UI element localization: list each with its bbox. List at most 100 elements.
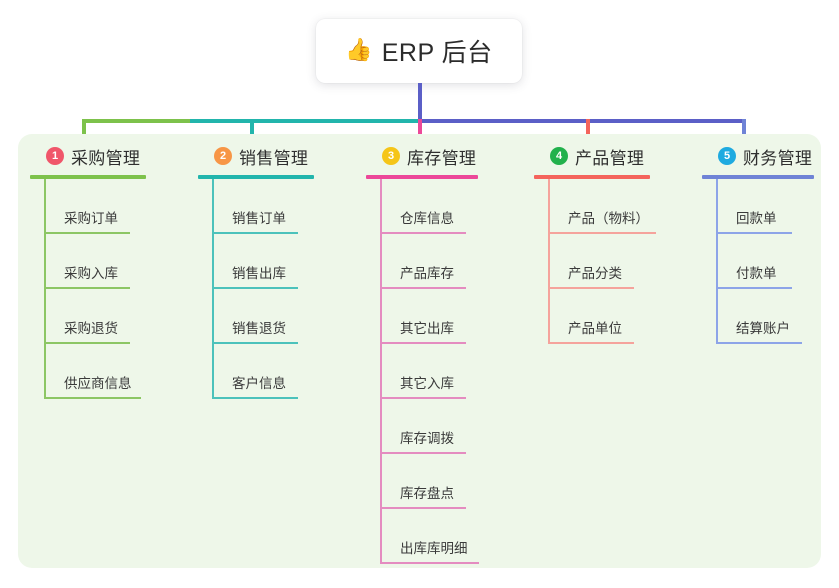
branch-item-label: 供应商信息 xyxy=(64,376,132,391)
branch-item[interactable]: 其它出库 xyxy=(380,289,478,344)
branch-item-rule xyxy=(380,232,466,234)
branch-column-4: 4 产品管理产品（物料） 产品分类产品单位 xyxy=(534,144,656,344)
branch-item[interactable]: 产品库存 xyxy=(380,234,478,289)
branch-item[interactable]: 回款单 xyxy=(716,179,814,234)
branch-item-rule xyxy=(380,562,479,564)
branch-item-label: 库存调拨 xyxy=(400,431,454,446)
branch-column-2: 2 销售管理销售订单销售出库销售退货客户信息 xyxy=(198,144,314,399)
connector-horizontal-green xyxy=(82,119,192,123)
branch-item-label: 销售出库 xyxy=(232,266,286,281)
branch-item[interactable]: 销售退货 xyxy=(212,289,314,344)
branch-header-rule xyxy=(702,175,814,179)
branch-header-5[interactable]: 5 财务管理 xyxy=(702,144,814,168)
branch-item-rule xyxy=(212,397,298,399)
branch-item-list: 产品（物料） 产品分类产品单位 xyxy=(548,179,656,344)
branch-trunk-line xyxy=(548,179,550,344)
branch-item-rule xyxy=(44,397,141,399)
branch-item-list: 回款单付款单结算账户 xyxy=(716,179,814,344)
branch-item-label: 结算账户 xyxy=(736,321,790,336)
branch-item[interactable]: 产品单位 xyxy=(548,289,650,344)
branch-item-rule xyxy=(548,342,634,344)
branch-item-list: 采购订单采购入库采购退货供应商信息 xyxy=(44,179,146,399)
branch-item-rule xyxy=(380,397,466,399)
branch-item-label: 付款单 xyxy=(736,266,777,281)
branch-item-label: 产品库存 xyxy=(400,266,454,281)
branch-item[interactable]: 客户信息 xyxy=(212,344,314,399)
branch-item-label: 采购订单 xyxy=(64,211,118,226)
branch-item-rule xyxy=(380,452,466,454)
branch-header-3[interactable]: 3 库存管理 xyxy=(366,144,478,168)
branch-item-rule xyxy=(380,287,466,289)
branch-item-rule xyxy=(44,287,130,289)
mindmap-panel xyxy=(18,134,821,568)
branch-item[interactable]: 产品分类 xyxy=(548,234,650,289)
branch-item-label: 产品分类 xyxy=(568,266,622,281)
branch-header-2[interactable]: 2 销售管理 xyxy=(198,144,314,168)
branch-item-rule xyxy=(716,342,802,344)
branch-item[interactable]: 结算账户 xyxy=(716,289,814,344)
branch-trunk-line xyxy=(212,179,214,399)
branch-item[interactable]: 采购退货 xyxy=(44,289,146,344)
branch-header-rule xyxy=(366,175,478,179)
connector-root-vertical xyxy=(418,83,422,121)
branch-header-rule xyxy=(534,175,650,179)
branch-header-4[interactable]: 4 产品管理 xyxy=(534,144,650,168)
branch-item-rule xyxy=(212,342,298,344)
branch-item-rule xyxy=(212,287,298,289)
branch-item[interactable]: 其它入库 xyxy=(380,344,478,399)
branch-item[interactable]: 销售出库 xyxy=(212,234,314,289)
branch-item-label: 销售订单 xyxy=(232,211,286,226)
branch-item[interactable]: 采购订单 xyxy=(44,179,146,234)
branch-title: 财务管理 xyxy=(743,148,813,168)
branch-title: 产品管理 xyxy=(575,148,645,168)
branch-trunk-line xyxy=(716,179,718,344)
branch-item-label: 客户信息 xyxy=(232,376,286,391)
branch-item-label: 其它出库 xyxy=(400,321,454,336)
thumbs-up-icon: 👍 xyxy=(345,37,373,62)
branch-item-label: 销售退货 xyxy=(232,321,286,336)
branch-item[interactable]: 销售订单 xyxy=(212,179,314,234)
branch-item-label: 出库库明细 xyxy=(400,541,468,556)
branch-item-rule xyxy=(380,507,466,509)
branch-item[interactable]: 库存调拨 xyxy=(380,399,478,454)
branch-number-badge: 5 xyxy=(718,147,736,165)
branch-item-rule xyxy=(380,342,466,344)
branch-item-label: 仓库信息 xyxy=(400,211,454,226)
branch-item-rule xyxy=(548,287,634,289)
branch-header-rule xyxy=(30,175,146,179)
branch-item-rule xyxy=(716,232,792,234)
connector-horizontal-teal xyxy=(190,119,422,123)
root-node-content: 👍 ERP 后台 xyxy=(345,33,492,69)
branch-item-rule xyxy=(716,287,792,289)
branch-number-badge: 4 xyxy=(550,147,568,165)
branch-item[interactable]: 库存盘点 xyxy=(380,454,478,509)
branch-item-list: 仓库信息产品库存其它出库其它入库库存调拨库存盘点出库库明细 xyxy=(380,179,479,564)
branch-number-badge: 3 xyxy=(382,147,400,165)
branch-item[interactable]: 采购入库 xyxy=(44,234,146,289)
branch-number-badge: 2 xyxy=(214,147,232,165)
branch-column-5: 5 财务管理回款单付款单结算账户 xyxy=(702,144,814,344)
branch-title: 销售管理 xyxy=(239,148,309,168)
branch-item-rule xyxy=(44,232,130,234)
branch-item-label: 其它入库 xyxy=(400,376,454,391)
branch-number-badge: 1 xyxy=(46,147,64,165)
root-node-card[interactable]: 👍 ERP 后台 xyxy=(316,19,522,83)
branch-item[interactable]: 产品（物料） xyxy=(548,179,656,234)
branch-column-3: 3 库存管理仓库信息产品库存其它出库其它入库库存调拨库存盘点出库库明细 xyxy=(366,144,479,564)
connector-horizontal-blue xyxy=(418,119,746,123)
branch-item[interactable]: 出库库明细 xyxy=(380,509,479,564)
branch-trunk-line xyxy=(380,179,382,564)
branch-item-label: 库存盘点 xyxy=(400,486,454,501)
branch-item-rule xyxy=(212,232,298,234)
branch-item-rule xyxy=(548,232,656,234)
branch-header-rule xyxy=(198,175,314,179)
branch-item[interactable]: 付款单 xyxy=(716,234,814,289)
root-node-title: ERP 后台 xyxy=(381,39,493,67)
branch-item[interactable]: 供应商信息 xyxy=(44,344,146,399)
branch-title: 库存管理 xyxy=(407,148,477,168)
branch-item-list: 销售订单销售出库销售退货客户信息 xyxy=(212,179,314,399)
branch-item[interactable]: 仓库信息 xyxy=(380,179,478,234)
